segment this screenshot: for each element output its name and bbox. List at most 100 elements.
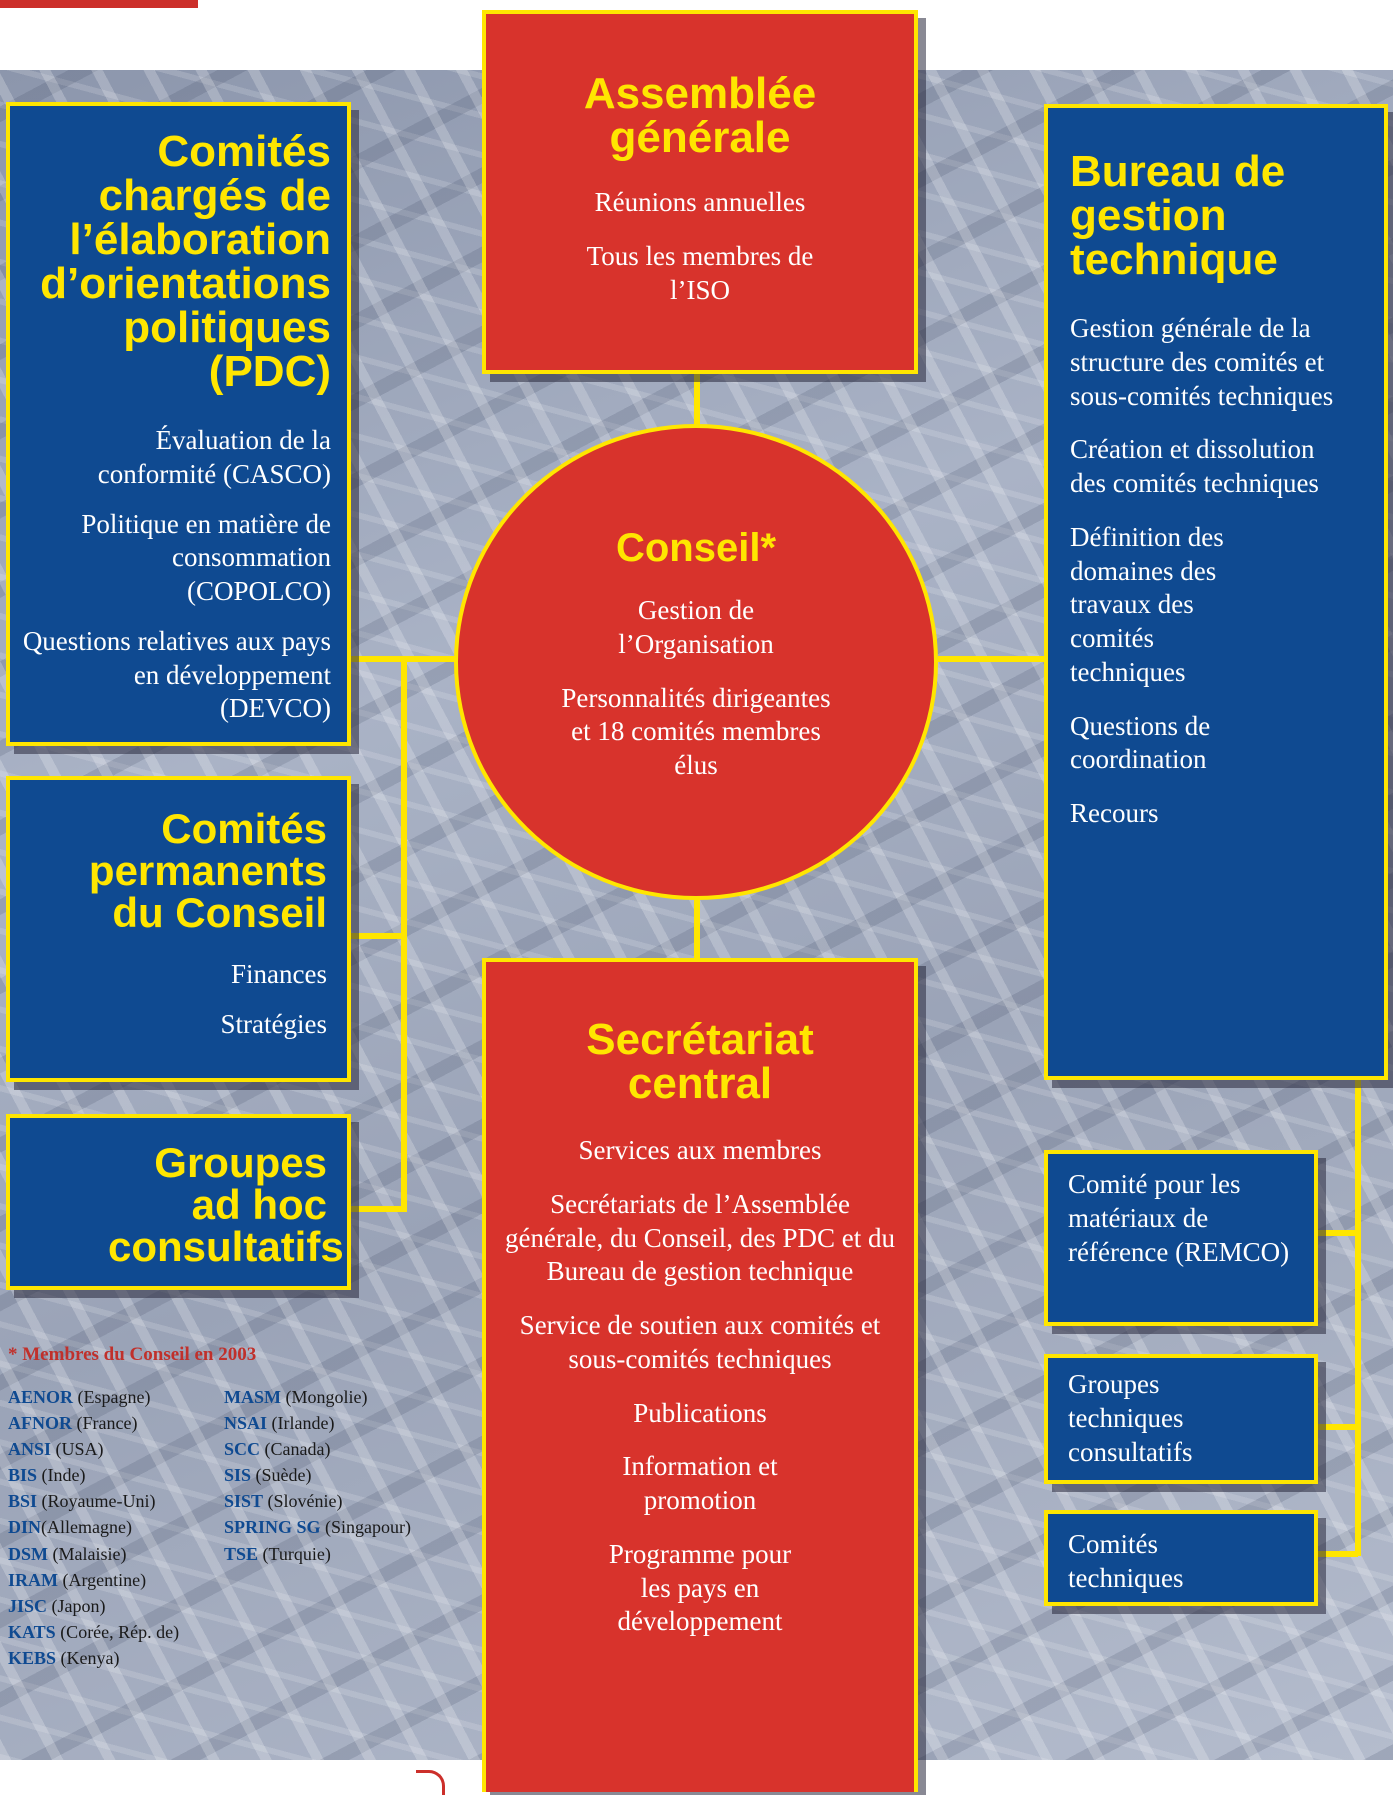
member-entry: BIS (Inde) — [8, 1462, 179, 1488]
adhoc-box: Groupes ad hoc consultatifs — [6, 1114, 351, 1290]
member-entry: KEBS (Kenya) — [8, 1645, 179, 1671]
secretariat-item-3: Service de soutien aux comités et sous-c… — [519, 1310, 881, 1374]
member-code: SCC — [224, 1439, 261, 1460]
pdc-item-3: Questions relatives aux pays en développ… — [22, 625, 331, 724]
remco-text: Comité pour les matériaux de référence (… — [1068, 1169, 1290, 1267]
member-entry: DSM (Malaisie) — [8, 1541, 179, 1567]
connector-remco — [1316, 1230, 1358, 1236]
member-country: (USA) — [51, 1439, 104, 1460]
bureau-item-1: Gestion générale de la structure des com… — [1070, 313, 1334, 411]
pdc-title: Comités chargés de l’élaboration d’orien… — [40, 127, 331, 396]
bureau-box: Bureau de gestion technique Gestion géné… — [1044, 104, 1388, 1080]
members-title: * Membres du Conseil en 2003 — [8, 1344, 257, 1365]
assemblee-title: Assemblée générale — [583, 69, 817, 162]
member-entry: AENOR (Espagne) — [8, 1384, 179, 1410]
member-entry: AFNOR (France) — [8, 1410, 179, 1436]
secretariat-title: Secrétariat central — [586, 1015, 814, 1108]
member-code: MASM — [224, 1387, 281, 1407]
assemblee-generale-box: Assemblée générale Réunions annuelles To… — [482, 10, 918, 374]
member-country: (Suède) — [251, 1465, 312, 1486]
member-entry: ANSI (USA) — [8, 1436, 179, 1462]
bureau-title: Bureau de gestion technique — [1070, 147, 1286, 284]
conseil-title: Conseil* — [615, 526, 777, 570]
connector-permanents — [349, 933, 405, 939]
member-country: (Corée, Rép. de) — [55, 1621, 180, 1642]
assemblee-item-2: Tous les membres de l’ISO — [586, 240, 814, 305]
member-country: (Inde) — [37, 1465, 86, 1486]
permanents-box: Comités permanents du Conseil Finances S… — [6, 776, 351, 1082]
permanents-item-2: Stratégies — [220, 1008, 327, 1039]
secretariat-item-4: Publications — [633, 1397, 767, 1428]
member-code: NSAI — [224, 1413, 268, 1434]
groupes-techniques-box: Groupes techniques consultatifs — [1044, 1354, 1318, 1484]
member-entry: JISC (Japon) — [8, 1593, 179, 1619]
permanents-item-1: Finances — [231, 959, 327, 989]
member-code: SIS — [224, 1465, 252, 1486]
groupes-techniques-text: Groupes techniques consultatifs — [1068, 1369, 1193, 1467]
member-entry: KATS (Corée, Rép. de) — [8, 1619, 179, 1645]
member-country: (Mongolie) — [281, 1387, 368, 1407]
member-code: KATS — [8, 1621, 56, 1642]
member-country: (Turquie) — [258, 1543, 331, 1564]
member-code: BIS — [8, 1465, 38, 1486]
member-country: (Allemagne) — [41, 1517, 132, 1538]
permanents-title: Comités permanents du Conseil — [88, 805, 327, 936]
secretariat-item-6: Programme pour les pays en développement — [608, 1538, 792, 1637]
secretariat-item-5: Information et promotion — [622, 1451, 778, 1515]
member-country: (Malaisie) — [48, 1543, 127, 1564]
member-code: AFNOR — [8, 1413, 72, 1434]
bureau-item-3: Définition des domaines des travaux des … — [1070, 521, 1224, 687]
member-country: (Slovénie) — [263, 1491, 343, 1512]
member-code: KEBS — [8, 1647, 57, 1668]
conseil-item-2: Personnalités dirigeantes et 18 comités … — [561, 682, 831, 781]
conseil-circle: Conseil* Gestion de l’Organisation Perso… — [454, 424, 938, 900]
secretariat-item-1: Services aux membres — [578, 1135, 822, 1165]
connector-assemblee-conseil — [694, 372, 700, 424]
member-entry: TSE (Turquie) — [224, 1541, 411, 1567]
pdc-item-2: Politique en matière de consommation (CO… — [81, 508, 331, 607]
secretariat-item-2: Secrétariats de l’Assemblée générale, du… — [505, 1188, 895, 1287]
member-country: (Espagne) — [73, 1387, 151, 1407]
member-code: IRAM — [8, 1569, 58, 1590]
member-entry: SIS (Suède) — [224, 1462, 411, 1488]
connector-comites-tech — [1316, 1551, 1358, 1557]
bureau-item-2: Création et dissolution des comités tech… — [1070, 434, 1319, 498]
member-entry: IRAM (Argentine) — [8, 1567, 179, 1593]
top-red-bar — [0, 0, 198, 8]
member-code: BSI — [8, 1491, 38, 1512]
bureau-item-5: Recours — [1070, 798, 1159, 828]
members-column-2: MASM (Mongolie)NSAI (Irlande)SCC (Canada… — [224, 1384, 411, 1567]
member-country: (Argentine) — [58, 1569, 147, 1590]
connector-adhoc — [349, 1206, 405, 1212]
connector-groupes-tech — [1316, 1424, 1358, 1430]
logo-fragment — [416, 1770, 445, 1795]
member-entry: DIN(Allemagne) — [8, 1514, 179, 1540]
member-entry: MASM (Mongolie) — [224, 1384, 411, 1410]
member-code: JISC — [8, 1595, 48, 1616]
bureau-item-4: Questions de coordination — [1070, 710, 1211, 775]
member-country: (Irlande) — [267, 1413, 335, 1434]
assemblee-item-1: Réunions annuelles — [594, 187, 806, 217]
member-country: (Kenya) — [56, 1647, 120, 1668]
remco-box: Comité pour les matériaux de référence (… — [1044, 1150, 1318, 1326]
member-country: (Singapour) — [320, 1517, 412, 1538]
member-code: DSM — [8, 1543, 48, 1564]
member-entry: NSAI (Irlande) — [224, 1410, 411, 1436]
member-country: (Royaume-Uni) — [37, 1491, 156, 1512]
member-country: (Japon) — [47, 1595, 106, 1616]
member-entry: SPRING SG (Singapour) — [224, 1514, 411, 1540]
member-country: (Canada) — [260, 1439, 331, 1460]
conseil-item-1: Gestion de l’Organisation — [618, 595, 774, 659]
member-entry: SCC (Canada) — [224, 1436, 411, 1462]
connector-right-horizontal — [938, 656, 1048, 662]
member-code: AENOR — [8, 1387, 74, 1407]
member-entry: BSI (Royaume-Uni) — [8, 1488, 179, 1514]
comites-techniques-box: Comités techniques — [1044, 1510, 1318, 1606]
member-code: SPRING SG — [224, 1517, 321, 1538]
member-code: ANSI — [8, 1439, 52, 1460]
comites-techniques-text: Comités techniques — [1068, 1529, 1184, 1593]
member-country: (France) — [72, 1413, 138, 1434]
secretariat-central-box: Secrétariat central Services aux membres… — [482, 958, 918, 1792]
pdc-box: Comités chargés de l’élaboration d’orien… — [6, 102, 351, 746]
member-code: SIST — [224, 1491, 264, 1512]
